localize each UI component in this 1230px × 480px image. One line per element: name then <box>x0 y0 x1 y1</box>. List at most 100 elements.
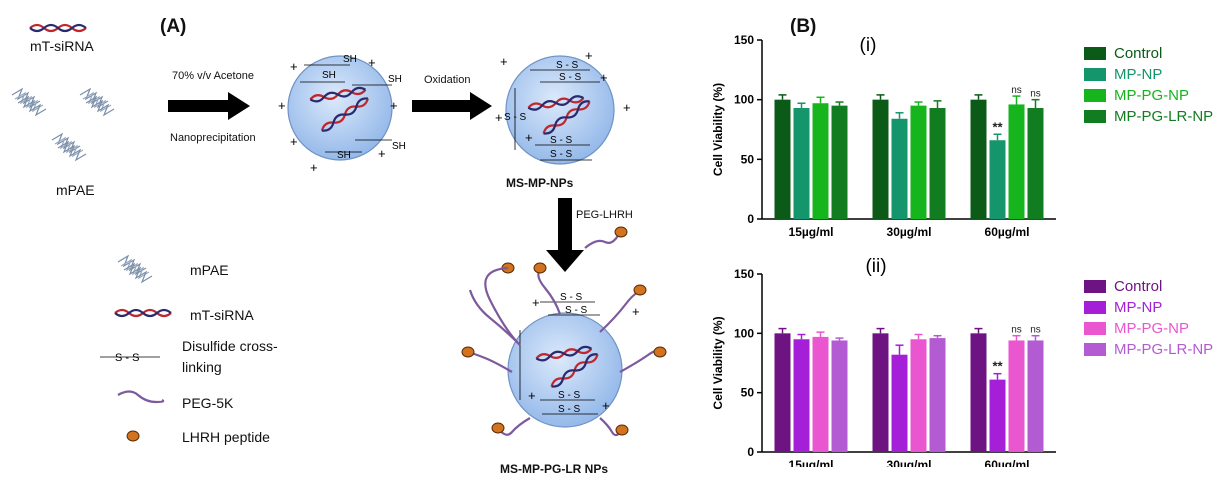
legend-entry: Control <box>1114 45 1162 62</box>
bar <box>970 333 987 452</box>
legend-swatch <box>1084 68 1106 81</box>
bar <box>970 99 987 219</box>
sh-label: SH <box>337 150 351 161</box>
legend-swatch <box>1084 89 1106 102</box>
x-tick-label: 15µg/ml <box>789 458 834 467</box>
bar <box>1027 340 1044 452</box>
y-axis-label: Cell Viability (%) <box>711 316 725 409</box>
bar <box>793 108 810 219</box>
plus-charge: + <box>310 160 318 175</box>
bar <box>891 354 908 452</box>
sh-label: SH <box>322 70 336 81</box>
plus-charge: + <box>390 98 398 113</box>
scheme-diagram: SH SH SH SH SH + + + + + + + S - S S - S… <box>11 23 667 442</box>
bar <box>929 338 946 452</box>
bar <box>774 99 791 219</box>
chart-title: (i) <box>860 35 877 56</box>
y-tick-label: 0 <box>747 445 754 459</box>
x-tick-label: 60µg/ml <box>985 225 1030 239</box>
plus-charge: + <box>585 48 593 63</box>
disulfide-label: S - S <box>559 72 582 83</box>
legend-peg-icon <box>117 390 165 404</box>
pae-chain-icon <box>79 88 115 116</box>
crosslinked-nanoparticle: S - S S - S S - S S - S S - S + + + + + … <box>495 48 631 165</box>
x-tick-label: 30µg/ml <box>887 225 932 239</box>
disulfide-label: S - S <box>504 112 527 123</box>
legend-swatch <box>1084 301 1106 314</box>
y-tick-label: 0 <box>747 212 754 226</box>
step3-label: PEG-LHRH <box>576 209 633 221</box>
legend-entry: MP-NP <box>1114 66 1162 83</box>
peg-lhrh-icon <box>584 231 621 249</box>
bar <box>1008 104 1025 219</box>
legend-ss-line1: Disulfide cross- <box>182 338 278 354</box>
step2-label: Oxidation <box>424 74 471 86</box>
legend-ss-symbol: S - S <box>115 352 139 364</box>
bar <box>929 108 946 219</box>
plus-charge: + <box>623 100 631 115</box>
bar <box>910 339 927 452</box>
plus-charge: + <box>528 388 536 403</box>
sirna-strand-icon <box>28 23 88 33</box>
lhrh-peptide-icon <box>653 346 667 358</box>
arrow-right-icon <box>412 92 492 120</box>
significance-label: ** <box>992 359 1003 374</box>
bar <box>989 140 1006 219</box>
significance-label: ns <box>1030 89 1041 100</box>
plus-charge: + <box>632 304 640 319</box>
bar <box>812 336 829 452</box>
targeted-nanoparticle: S - S S - S S - S S - S + + + + <box>461 262 667 437</box>
lhrh-peptide-icon <box>491 422 505 434</box>
y-axis-label: Cell Viability (%) <box>711 83 725 176</box>
legend-swatch <box>1084 343 1106 356</box>
legend-swatch <box>1084 47 1106 60</box>
sh-label: SH <box>388 74 402 85</box>
legend-sirna-label: mT-siRNA <box>190 307 254 323</box>
sh-label: SH <box>343 54 357 65</box>
plus-charge: + <box>290 134 298 149</box>
legend-entry: MP-PG-NP <box>1114 320 1189 337</box>
bar <box>872 99 889 219</box>
bar <box>910 105 927 219</box>
top-legend-sirna-label: mT-siRNA <box>30 38 94 54</box>
arrow-down-icon <box>546 198 584 272</box>
bar <box>989 379 1006 452</box>
np3-name: MS-MP-PG-LR NPs <box>500 462 608 476</box>
plus-charge: + <box>500 54 508 69</box>
plus-charge: + <box>602 398 610 413</box>
legend-entry: MP-NP <box>1114 299 1162 316</box>
step1-top-label: 70% v/v Acetone <box>172 70 254 82</box>
x-tick-label: 15µg/ml <box>789 225 834 239</box>
legend-peg-label: PEG-5K <box>182 395 234 411</box>
plus-charge: + <box>378 146 386 161</box>
pae-chain-icon <box>11 88 47 116</box>
legend-pae-icon <box>117 255 153 283</box>
pae-chain-icon <box>51 133 87 161</box>
bar <box>872 333 889 452</box>
disulfide-label: S - S <box>550 149 573 160</box>
x-tick-label: 30µg/ml <box>887 458 932 467</box>
sh-label: SH <box>392 141 406 152</box>
chart-title: (ii) <box>865 256 886 277</box>
legend-swatch <box>1084 280 1106 293</box>
legend-pae-label: mPAE <box>190 262 229 278</box>
significance-label: ns <box>1030 325 1041 336</box>
plus-charge: + <box>290 59 298 74</box>
legend-sirna-icon <box>113 308 173 318</box>
bar <box>831 105 848 219</box>
significance-label: ** <box>992 119 1003 134</box>
disulfide-label: S - S <box>558 404 581 415</box>
disulfide-label: S - S <box>550 135 573 146</box>
legend-entry: Control <box>1114 278 1162 295</box>
y-tick-label: 50 <box>741 386 755 400</box>
thiolated-nanoparticle: SH SH SH SH SH + + + + + + + <box>278 54 406 175</box>
lhrh-peptide-icon <box>461 346 475 358</box>
legend-swatch <box>1084 322 1106 335</box>
y-tick-label: 150 <box>734 267 754 281</box>
y-tick-label: 150 <box>734 33 754 47</box>
lhrh-peptide-icon <box>633 284 647 296</box>
x-tick-label: 60µg/ml <box>985 458 1030 467</box>
lhrh-peptide-icon <box>614 226 628 238</box>
plus-charge: + <box>495 110 503 125</box>
